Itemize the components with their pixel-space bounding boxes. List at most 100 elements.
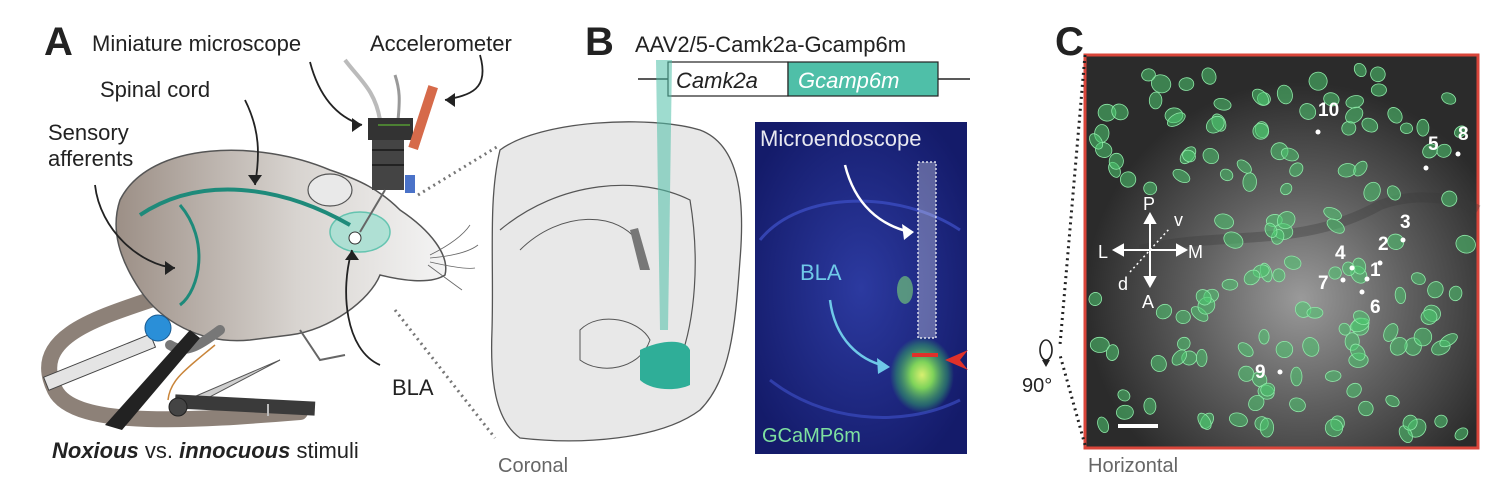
stimuli-suffix: stimuli [290, 438, 358, 463]
cell-number-3: 3 [1400, 212, 1411, 233]
cell-roi [1324, 418, 1344, 437]
injection-pipette [656, 60, 672, 330]
construct-title: AAV2/5-Camk2a-Gcamp6m [635, 32, 906, 57]
cell-roi [1219, 168, 1234, 182]
cell-roi [1223, 231, 1244, 249]
cell-roi [1195, 349, 1208, 368]
accelerometer-label: Accelerometer [370, 31, 512, 56]
cell-roi [1177, 336, 1191, 351]
cell-roi [1097, 416, 1110, 434]
cell-roi [1205, 115, 1225, 134]
cell-roi [1420, 309, 1438, 325]
cell-roi [1328, 266, 1342, 280]
panel-b: B AAV2/5-Camk2a-Gcamp6m Camk2a Gcamp6m C… [490, 20, 970, 477]
cell-roi [1416, 118, 1430, 137]
zoom-line-bottom [393, 309, 497, 439]
cell-roi [1386, 185, 1401, 201]
cell-marker-dot [1315, 129, 1321, 135]
cell-roi [1258, 329, 1270, 345]
panel-a-letter: A [44, 20, 73, 64]
fluor-ventral-band [769, 378, 961, 419]
cell-roi [1166, 112, 1186, 127]
rotation-label: 90° [1022, 375, 1052, 397]
axis-p: P [1143, 194, 1155, 214]
rat-front-leg [299, 329, 346, 362]
zoom-line-c-top [1058, 54, 1087, 346]
cell-roi [1172, 168, 1191, 184]
cell-roi [1342, 261, 1356, 276]
microendoscope-label: Microendoscope [760, 126, 921, 151]
cell-roi [1264, 222, 1278, 238]
cell-roi [1148, 91, 1163, 110]
cell-roi [1195, 289, 1212, 306]
cell-roi [1454, 125, 1467, 138]
cell-roi [1284, 255, 1302, 270]
cell-roi [1411, 272, 1426, 285]
cell-roi [1383, 323, 1399, 342]
cell-roi [1353, 160, 1368, 177]
microendoscope-arrowhead-icon [902, 224, 914, 240]
cell-roi [1243, 269, 1261, 286]
lens-arrowhead-icon [945, 350, 968, 370]
cell-roi [1111, 103, 1129, 121]
cell-roi [1108, 152, 1124, 170]
zoom-line-top [417, 143, 501, 197]
cell-roi [1143, 181, 1158, 196]
axis-l: L [1098, 242, 1108, 262]
cell-roi [1117, 389, 1131, 402]
cell-roi [1202, 147, 1219, 165]
cell-roi [1363, 181, 1381, 202]
cell-roi [1175, 309, 1191, 325]
sensory-afferent [178, 204, 201, 307]
cell-number-5: 5 [1428, 134, 1439, 155]
stimuli-caption: Noxious vs. innocuous stimuli [52, 438, 359, 463]
fluor-bla-signal [890, 337, 954, 413]
stimulus-tools [42, 314, 316, 430]
cell-roi [1280, 147, 1299, 162]
gcamp-label: GCaMP6m [762, 425, 861, 447]
cell-roi [1345, 106, 1364, 124]
cell-roi [1141, 68, 1156, 82]
cell-roi [1413, 327, 1433, 347]
cell-roi [1201, 67, 1217, 85]
accelerometer-icon [408, 85, 438, 150]
cell-roi [1155, 303, 1173, 320]
cell-roi [1221, 278, 1239, 291]
coronal-label: Coronal [498, 455, 568, 477]
cell-roi [1448, 285, 1463, 302]
rat-ear [307, 173, 353, 207]
fluor-spot-upper [897, 276, 913, 304]
bla-label: BLA [392, 375, 434, 400]
cell-roi [1237, 342, 1254, 357]
cell-roi [1105, 344, 1119, 361]
cell-roi [1306, 306, 1324, 319]
cell-roi [1441, 92, 1457, 105]
axis-v: v [1174, 210, 1183, 230]
rat-hind-leg [165, 325, 225, 354]
cell-marker-dot [1377, 260, 1383, 266]
cell-roi [1116, 404, 1134, 420]
cell-marker-dot [1340, 277, 1346, 283]
rat-body [115, 149, 447, 342]
cell-roi [1289, 397, 1306, 413]
cell-roi [1394, 286, 1407, 304]
sensory-label-line1: Sensory [48, 120, 129, 145]
cell-roi [1346, 382, 1362, 398]
cell-roi [1251, 88, 1270, 106]
cell-roi [1370, 66, 1386, 83]
microendoscope-track [917, 161, 937, 339]
panel-a-arrowheads [165, 93, 455, 275]
cell-roi [1387, 233, 1405, 250]
promoter-label: Camk2a [676, 68, 758, 93]
fluor-bla-label: BLA [800, 260, 842, 285]
cell-roi [1213, 98, 1232, 111]
gene-box [787, 61, 939, 97]
cell-number-10: 10 [1318, 100, 1339, 121]
cell-roi [1358, 400, 1374, 417]
cell-roi [1248, 394, 1265, 412]
panel-b-letter: B [585, 20, 614, 64]
cell-roi [1325, 370, 1342, 382]
cell-marker-dot [1400, 237, 1406, 243]
cell-roi [1259, 417, 1275, 438]
